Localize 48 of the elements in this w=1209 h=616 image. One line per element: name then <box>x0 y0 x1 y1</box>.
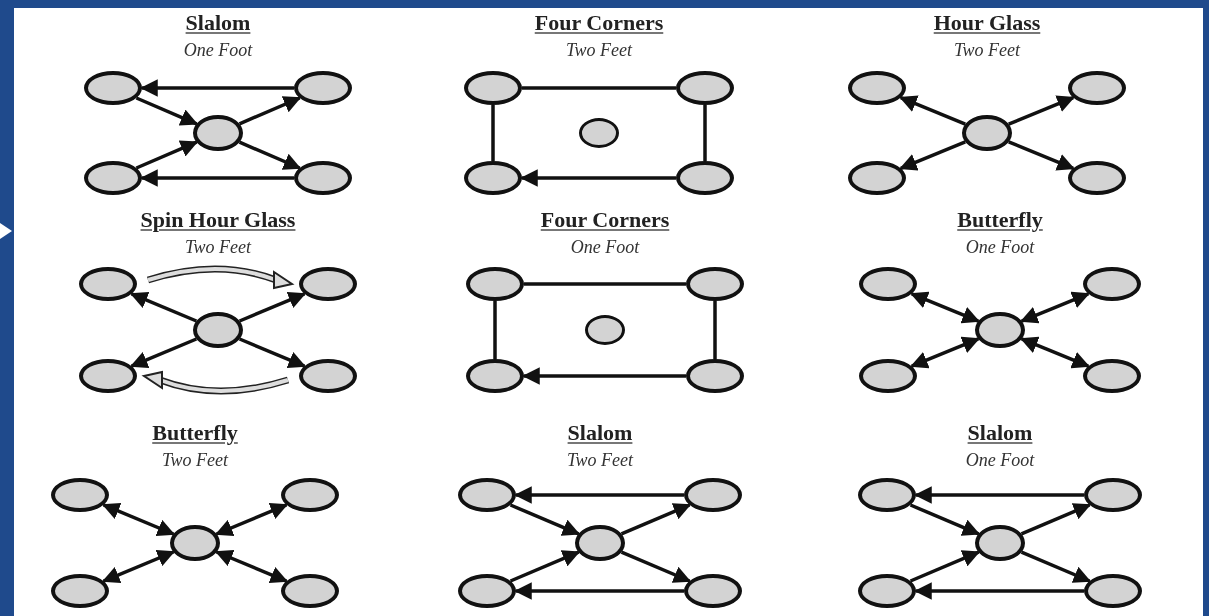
arrow <box>914 486 1084 504</box>
arrow <box>620 550 692 583</box>
arrow <box>1020 291 1090 324</box>
arrow <box>520 169 676 187</box>
arrow <box>1008 140 1075 171</box>
pattern-title: Four Corners <box>534 10 664 36</box>
arrow <box>238 96 302 126</box>
arrow <box>238 291 306 323</box>
foot-count-label: Two Feet <box>565 40 633 61</box>
arrow <box>899 95 966 126</box>
arrow <box>514 582 684 600</box>
pattern-title: Butterfly <box>957 207 1043 233</box>
arrow <box>914 582 1084 600</box>
pattern-title: Slalom <box>185 10 251 36</box>
arrow <box>1008 95 1075 126</box>
arrow <box>1020 503 1092 536</box>
foot-count-label: One Foot <box>965 450 1035 471</box>
arrow <box>238 140 302 170</box>
arrow <box>1020 336 1090 369</box>
arrow <box>899 140 966 171</box>
pattern-title: Slalom <box>967 420 1033 446</box>
arrow <box>238 337 306 369</box>
pattern-title: Four Corners <box>540 207 670 233</box>
arrow <box>514 486 684 504</box>
pattern-title: Slalom <box>567 420 633 446</box>
foot-count-label: Two Feet <box>184 237 252 258</box>
arrow <box>140 79 294 97</box>
arrow <box>130 291 198 323</box>
foot-count-label: One Foot <box>183 40 253 61</box>
foot-count-label: Two Feet <box>161 450 229 471</box>
pattern-title: Butterfly <box>152 420 238 446</box>
foot-count-label: Two Feet <box>566 450 634 471</box>
arrow <box>102 502 175 536</box>
pattern-title: Spin Hour Glass <box>140 207 296 233</box>
arrow <box>140 169 294 187</box>
arrow <box>910 291 980 324</box>
arrow <box>215 502 288 536</box>
arrow <box>215 550 288 584</box>
arrow <box>130 337 198 369</box>
arrow <box>1020 550 1092 583</box>
foot-count-label: Two Feet <box>953 40 1021 61</box>
arrow <box>910 336 980 369</box>
pattern-title: Hour Glass <box>933 10 1041 36</box>
arrow <box>102 550 175 584</box>
foot-count-label: One Foot <box>570 237 640 258</box>
arrow <box>522 367 686 385</box>
arrow <box>620 503 692 536</box>
foot-count-label: One Foot <box>965 237 1035 258</box>
